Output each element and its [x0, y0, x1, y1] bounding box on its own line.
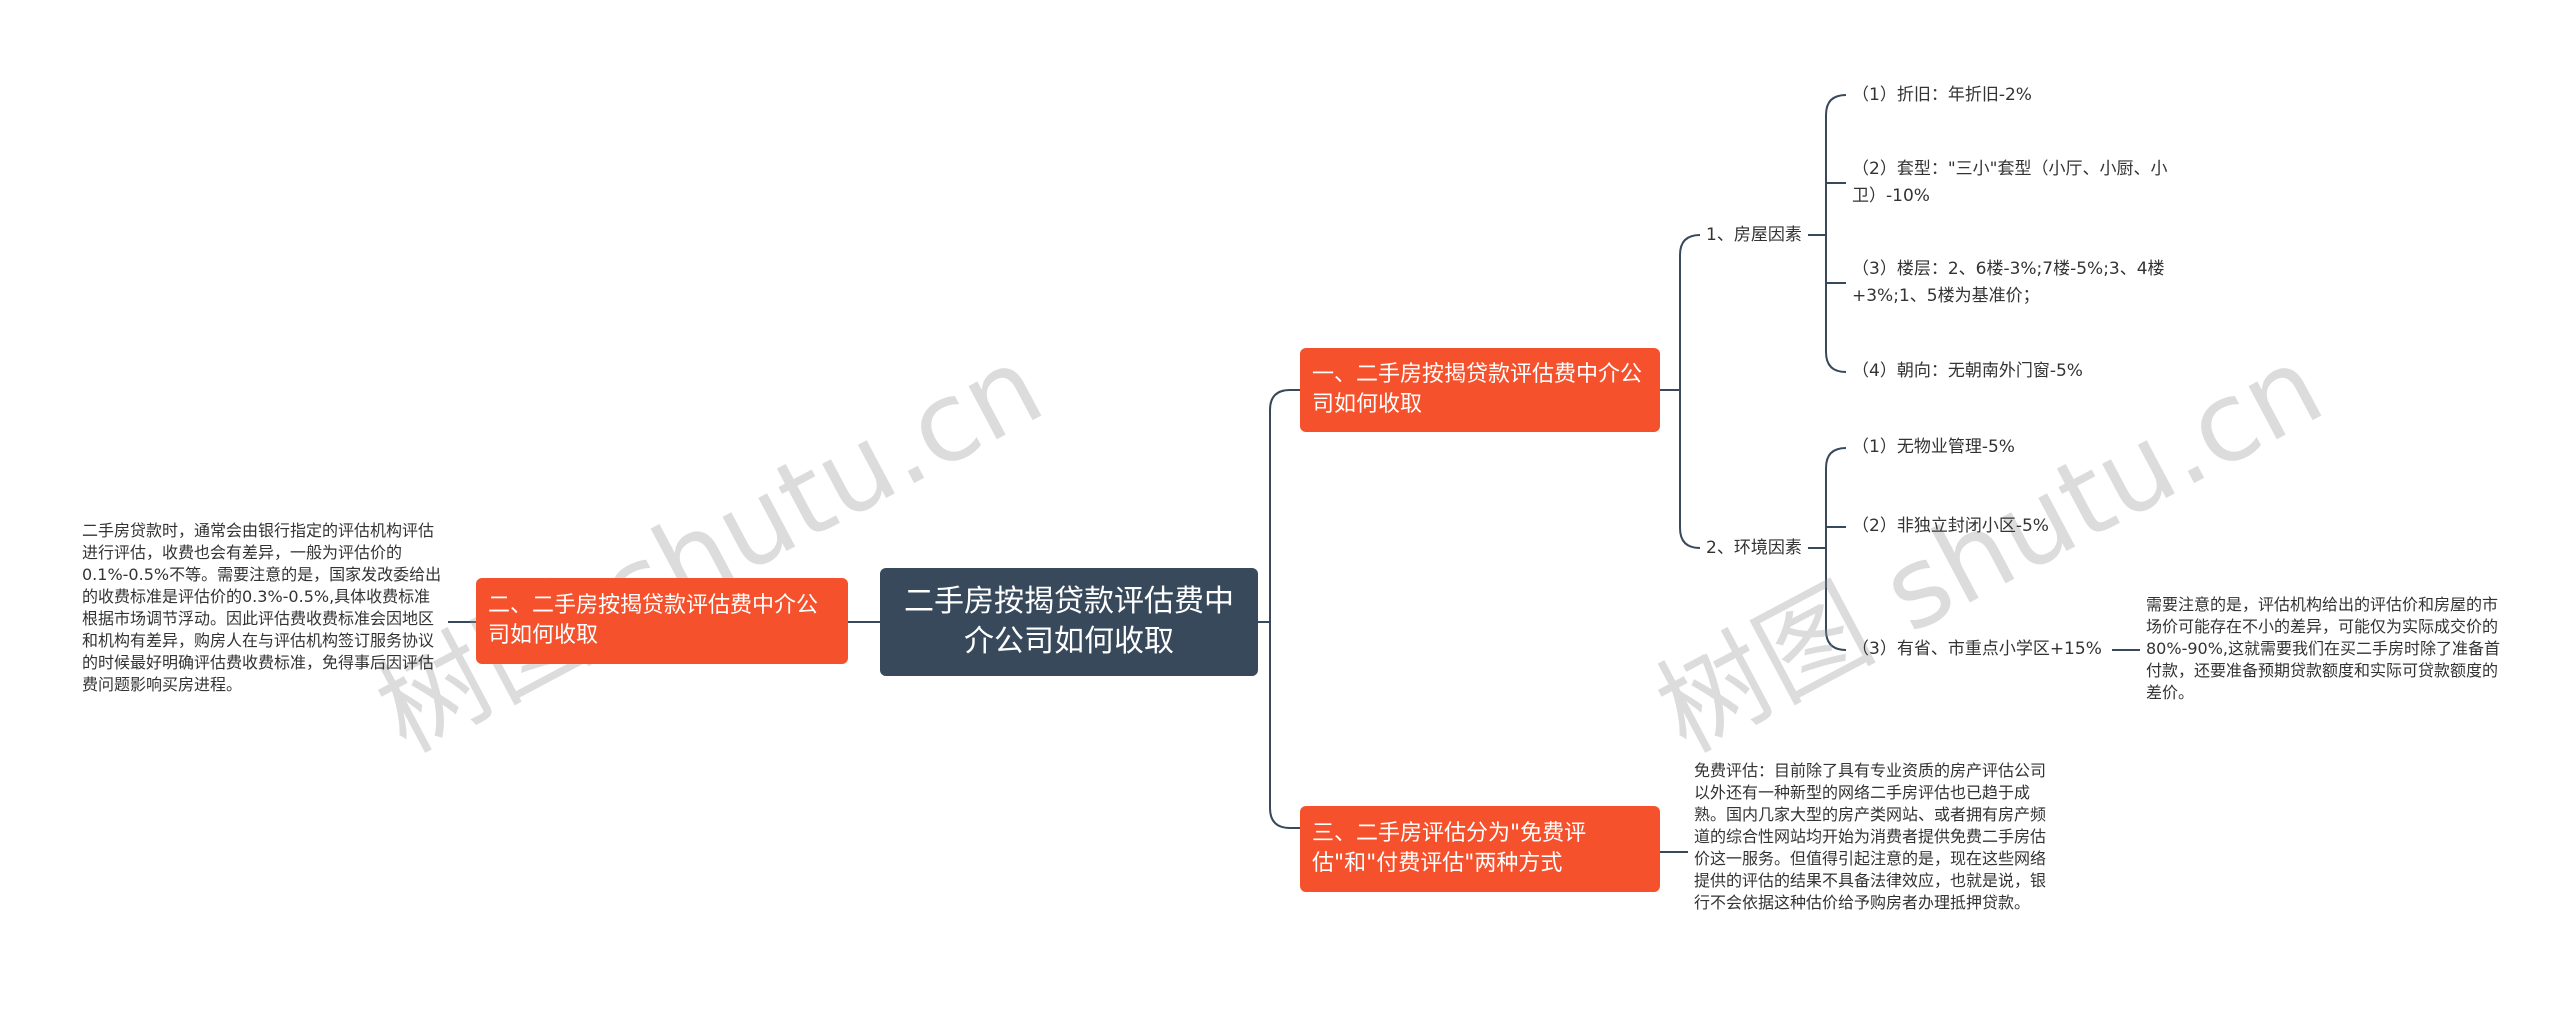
connector-branch1-sub [1679, 234, 1701, 549]
env-item-1: （1）无物业管理-5% [1852, 437, 2015, 457]
branch-3[interactable]: 三、二手房评估分为"免费评估"和"付费评估"两种方式 [1300, 806, 1660, 892]
connector-house-sub [1825, 94, 1847, 373]
house-item-2: （2）套型："三小"套型（小厅、小厨、小卫）-10% [1852, 159, 2168, 206]
env-factor-label[interactable]: 2、环境因素 [1706, 538, 1802, 558]
left-note: 二手房贷款时，通常会由银行指定的评估机构评估进行评估，收费也会有差异，一般为评估… [82, 521, 442, 694]
branch-3-note: 免费评估：目前除了具有专业资质的房产评估公司以外还有一种新型的网络二手房评估也已… [1694, 761, 2047, 912]
connector-env-sub [1825, 447, 1847, 651]
house-item-3: （3）楼层：2、6楼-3%;7楼-5%;3、4楼+3%;1、5楼为基准价； [1852, 259, 2165, 306]
root-node[interactable]: 二手房按揭贷款评估费中介公司如何收取 [880, 568, 1258, 676]
env-note: 需要注意的是，评估机构给出的评估价和房屋的市场价可能存在不小的差异，可能仅为实际… [2146, 595, 2500, 702]
root-title: 二手房按揭贷款评估费中介公司如何收取 [904, 584, 1234, 659]
env-item-3: （3）有省、市重点小学区+15% [1852, 639, 2102, 659]
branch-left[interactable]: 二、二手房按揭贷款评估费中介公司如何收取 [476, 578, 848, 664]
branch-1[interactable]: 一、二手房按揭贷款评估费中介公司如何收取 [1300, 348, 1660, 432]
branch-1-title: 一、二手房按揭贷款评估费中介公司如何收取 [1312, 362, 1643, 417]
branch-3-title: 三、二手房评估分为"免费评估"和"付费评估"两种方式 [1312, 821, 1587, 876]
connector-right-trunk [1269, 389, 1291, 829]
house-factor-label[interactable]: 1、房屋因素 [1706, 225, 1802, 245]
house-item-4: （4）朝向：无朝南外门窗-5% [1852, 361, 2083, 381]
house-item-1: （1）折旧：年折旧-2% [1852, 85, 2032, 105]
branch-left-title: 二、二手房按揭贷款评估费中介公司如何收取 [488, 593, 819, 648]
env-item-2: （2）非独立封闭小区-5% [1852, 516, 2049, 536]
